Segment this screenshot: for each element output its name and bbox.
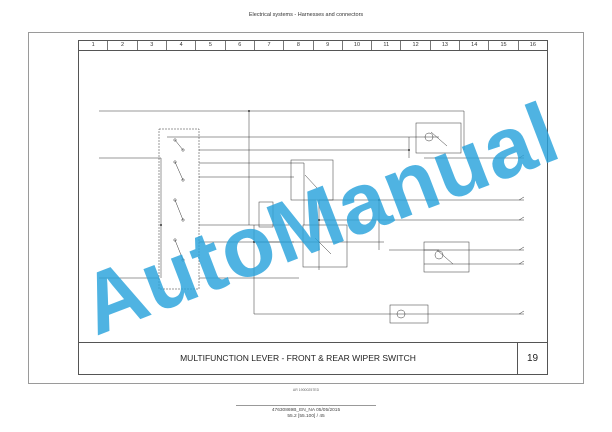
grid-column-label: 13 — [431, 41, 461, 50]
grid-column-label: 10 — [343, 41, 373, 50]
grid-column-label: 5 — [196, 41, 226, 50]
grid-column-label: 15 — [489, 41, 519, 50]
grid-column-label: 6 — [226, 41, 255, 50]
grid-column-label: 8 — [284, 41, 314, 50]
footer-doc-id: 47630869B_EN_NA 05/05/2015 — [271, 408, 341, 413]
grid-column-label: 14 — [460, 41, 490, 50]
page-header: Electrical systems - Harnesses and conne… — [248, 12, 364, 18]
title-block: MULTIFUNCTION LEVER - FRONT & REAR WIPER… — [79, 342, 547, 374]
grid-column-label: 4 — [167, 41, 197, 50]
wiring-schematic — [99, 110, 525, 324]
outer-frame — [28, 32, 584, 384]
grid-column-label: 9 — [314, 41, 343, 50]
grid-column-label: 16 — [529, 42, 536, 48]
grid-column-label: 12 — [401, 41, 431, 50]
diagram-title: MULTIFUNCTION LEVER - FRONT & REAR WIPER… — [180, 353, 416, 363]
grid-column-label: 1 — [79, 41, 109, 50]
page-footer: 47630869B_EN_NA 05/05/2015 55.2 [55.100]… — [0, 408, 612, 420]
grid-column-label: 3 — [138, 41, 167, 50]
grid-column-label: 7 — [255, 41, 285, 50]
footer-divider — [236, 405, 376, 406]
grid-column-label: 11 — [372, 41, 402, 50]
grid-column-label: 2 — [108, 41, 138, 50]
sheet-number: 19 — [517, 343, 547, 374]
footer-page-ref: 55.2 [55.100] / 45 — [287, 414, 325, 419]
document-code: AR 19000257ED — [292, 388, 320, 392]
